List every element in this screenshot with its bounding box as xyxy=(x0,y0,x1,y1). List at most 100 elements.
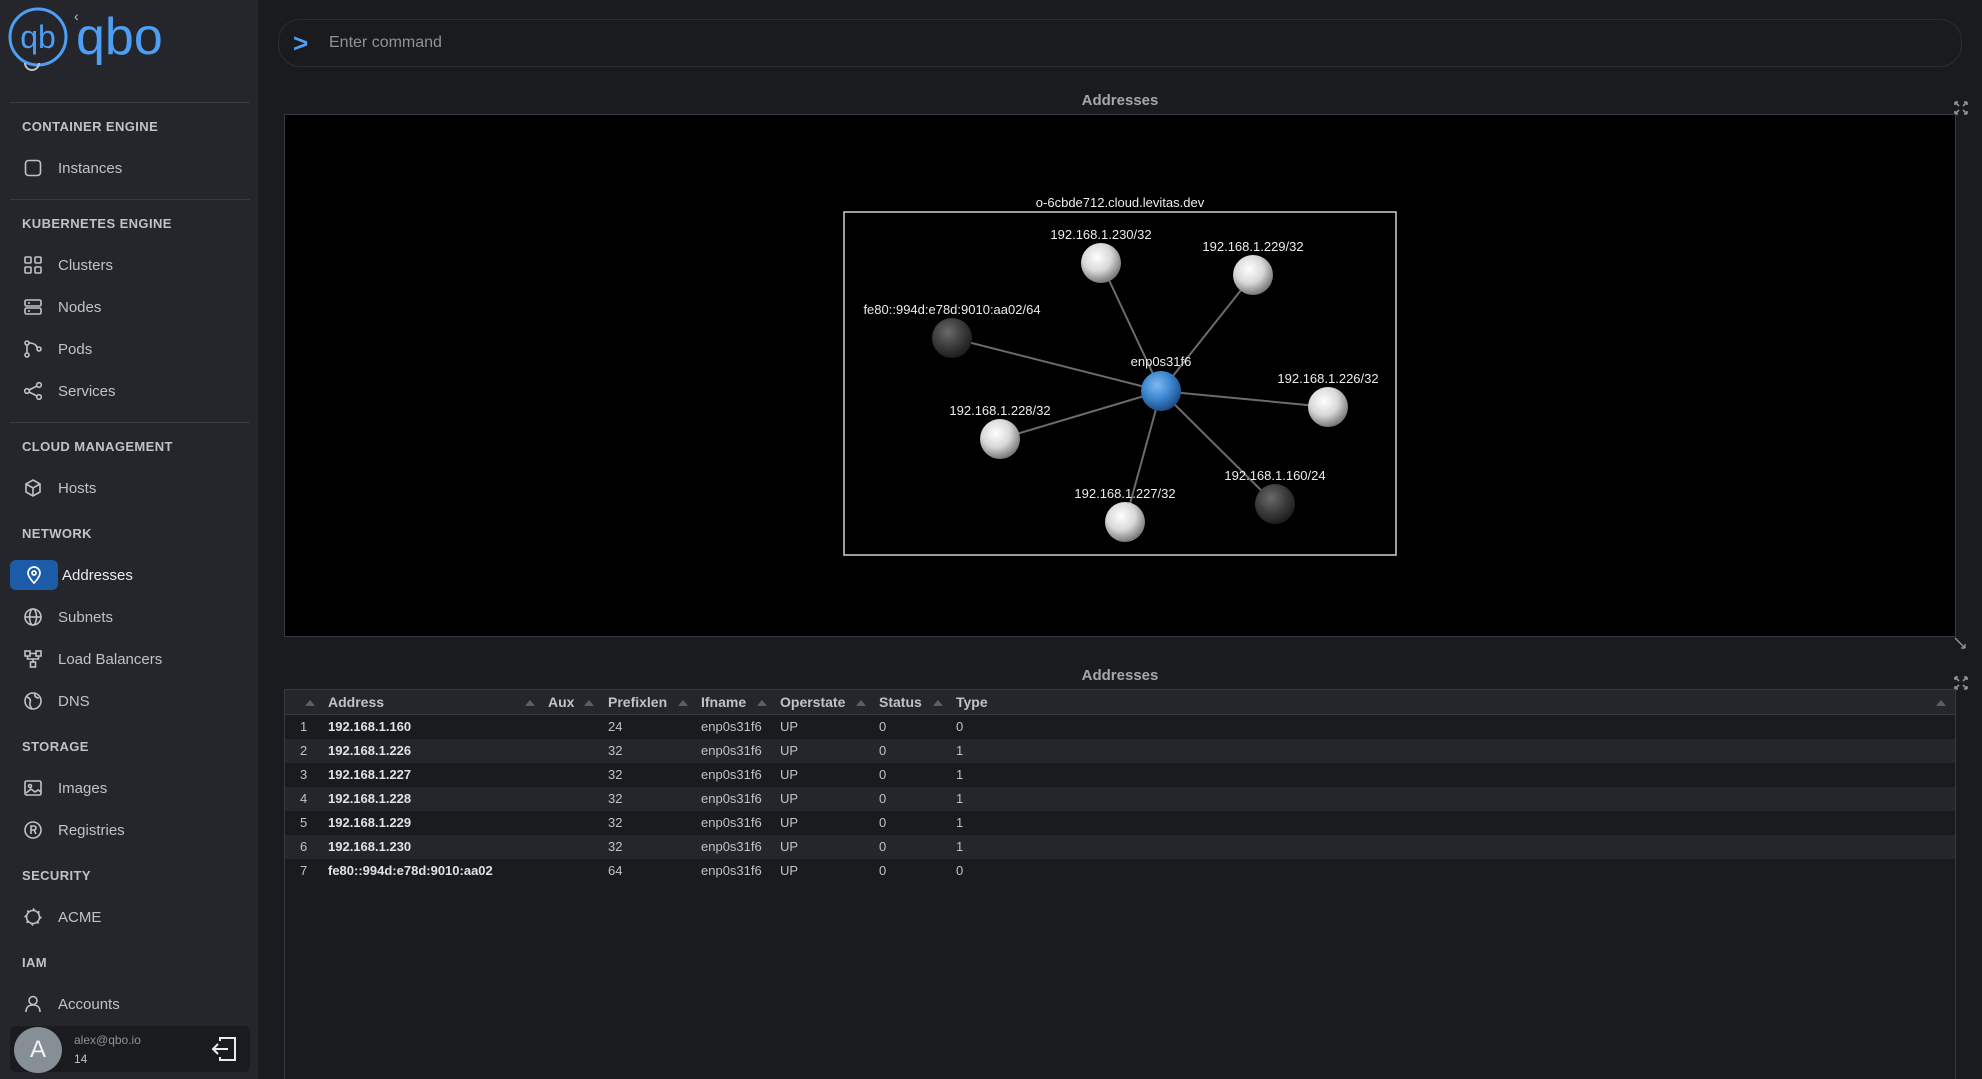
sidebar-item-accounts[interactable]: Accounts xyxy=(10,986,250,1022)
sidebar-item-label: Registries xyxy=(58,821,125,839)
cell-type: 1 xyxy=(956,839,964,854)
table-row[interactable]: 5 192.168.1.229 32 enp0s31f6 UP 0 1 xyxy=(285,811,1955,835)
section-security: SECURITY xyxy=(22,868,91,883)
sidebar-item-hosts[interactable]: Hosts xyxy=(10,470,250,506)
expand-icon[interactable] xyxy=(1954,101,1968,115)
address-node-label: 192.168.1.226/32 xyxy=(1277,371,1378,386)
prompt-chevron-icon: > xyxy=(293,28,309,58)
square-icon xyxy=(14,153,52,183)
address-node-label: 192.168.1.228/32 xyxy=(949,403,1050,418)
grid-icon xyxy=(14,250,52,280)
address-node-label: 192.168.1.160/24 xyxy=(1224,468,1325,483)
cell-status: 0 xyxy=(879,791,887,806)
sidebar: qb qbo ‹ CONTAINER ENGINE Instances KUBE… xyxy=(0,0,258,1079)
cell-prefixlen: 64 xyxy=(608,863,623,878)
qbo-logo[interactable]: qb qbo xyxy=(8,6,178,72)
sidebar-item-label: Instances xyxy=(58,159,123,177)
row-number: 7 xyxy=(300,863,308,878)
sidebar-item-pods[interactable]: Pods xyxy=(10,331,250,367)
sidebar-item-dns[interactable]: DNS xyxy=(10,683,250,719)
interface-node[interactable] xyxy=(1141,371,1181,411)
column-header-aux[interactable]: Aux xyxy=(548,694,575,710)
sidebar-item-images[interactable]: Images xyxy=(10,770,250,806)
cell-prefixlen: 32 xyxy=(608,839,623,854)
divider xyxy=(10,422,250,423)
cell-operstate: UP xyxy=(780,767,799,782)
cell-prefixlen: 32 xyxy=(608,815,623,830)
address-node[interactable] xyxy=(1081,243,1121,283)
address-node-label: 192.168.1.229/32 xyxy=(1202,239,1303,254)
svg-text:qbo: qbo xyxy=(76,8,163,66)
graph-panel-title: Addresses xyxy=(1081,92,1159,109)
user-panel: A alex@qbo.io 14 xyxy=(10,1026,250,1073)
table-row[interactable]: 4 192.168.1.228 32 enp0s31f6 UP 0 1 xyxy=(285,787,1955,811)
avatar[interactable]: A xyxy=(14,1027,62,1073)
sidebar-item-nodes[interactable]: Nodes xyxy=(10,289,250,325)
sidebar-item-services[interactable]: Services xyxy=(10,373,250,409)
row-number: 4 xyxy=(300,791,308,806)
address-node[interactable] xyxy=(1105,502,1145,542)
address-node[interactable] xyxy=(932,318,972,358)
cell-address: 192.168.1.227 xyxy=(328,767,412,782)
address-graph[interactable]: o-6cbde712.cloud.levitas.dev 192.168.1.2… xyxy=(284,114,1956,637)
cell-ifname: enp0s31f6 xyxy=(701,791,762,806)
expand-icon[interactable] xyxy=(1954,676,1968,690)
table-row[interactable]: 7 fe80::994d:e78d:9010:aa02 64 enp0s31f6… xyxy=(285,859,1955,883)
pods-icon xyxy=(14,334,52,364)
column-header-status[interactable]: Status xyxy=(879,694,922,710)
column-header-address[interactable]: Address xyxy=(328,694,385,710)
interface-node-label: enp0s31f6 xyxy=(1131,354,1192,369)
cell-type: 1 xyxy=(956,791,964,806)
cell-ifname: enp0s31f6 xyxy=(701,839,762,854)
column-header-prefixlen[interactable]: Prefixlen xyxy=(608,694,668,710)
chevron-left-icon[interactable]: ‹ xyxy=(74,8,79,24)
sidebar-item-load-balancers[interactable]: Load Balancers xyxy=(10,641,250,677)
sort-icon[interactable] xyxy=(856,699,866,706)
sort-icon[interactable] xyxy=(757,699,767,706)
table-row[interactable]: 6 192.168.1.230 32 enp0s31f6 UP 0 1 xyxy=(285,835,1955,859)
address-node[interactable] xyxy=(1255,484,1295,524)
sidebar-item-label: Images xyxy=(58,779,108,797)
sidebar-item-instances[interactable]: Instances xyxy=(10,150,250,186)
column-header-ifname[interactable]: Ifname xyxy=(701,694,747,710)
network-icon xyxy=(14,644,52,674)
table-row[interactable]: 1 192.168.1.160 24 enp0s31f6 UP 0 0 xyxy=(285,715,1955,739)
table-panel-title: Addresses xyxy=(1081,667,1159,684)
cell-type: 1 xyxy=(956,743,964,758)
command-input[interactable] xyxy=(329,30,1929,56)
cell-operstate: UP xyxy=(780,863,799,878)
address-node[interactable] xyxy=(1308,387,1348,427)
server-icon xyxy=(14,292,52,322)
logout-icon[interactable] xyxy=(210,1036,238,1062)
cell-type: 0 xyxy=(956,719,964,734)
sort-icon[interactable] xyxy=(1936,699,1946,706)
host-group-label: o-6cbde712.cloud.levitas.dev xyxy=(1036,195,1205,210)
sort-icon[interactable] xyxy=(525,699,535,706)
sort-icon[interactable] xyxy=(584,699,594,706)
divider xyxy=(10,102,250,103)
section-network: NETWORK xyxy=(22,526,92,541)
cell-type: 1 xyxy=(956,767,964,782)
column-header-type[interactable]: Type xyxy=(956,694,988,710)
sidebar-item-subnets[interactable]: Subnets xyxy=(10,599,250,635)
graph-edge xyxy=(1124,390,1162,523)
resize-handle-icon[interactable] xyxy=(1954,636,1966,649)
row-number: 3 xyxy=(300,767,308,782)
sidebar-item-label: ACME xyxy=(58,908,102,926)
sort-icon[interactable] xyxy=(305,699,315,706)
sidebar-item-clusters[interactable]: Clusters xyxy=(10,247,250,283)
table-row[interactable]: 2 192.168.1.226 32 enp0s31f6 UP 0 1 xyxy=(285,739,1955,763)
address-node[interactable] xyxy=(1233,255,1273,295)
cell-address: fe80::994d:e78d:9010:aa02 xyxy=(328,863,493,878)
sidebar-item-addresses[interactable]: Addresses xyxy=(10,557,250,593)
column-header-operstate[interactable]: Operstate xyxy=(780,694,846,710)
table-row[interactable]: 3 192.168.1.227 32 enp0s31f6 UP 0 1 xyxy=(285,763,1955,787)
sidebar-item-registries[interactable]: Registries xyxy=(10,812,250,848)
cell-type: 1 xyxy=(956,815,964,830)
sort-icon[interactable] xyxy=(933,699,943,706)
sort-icon[interactable] xyxy=(678,699,688,706)
sidebar-item-acme[interactable]: ACME xyxy=(10,899,250,935)
address-node[interactable] xyxy=(980,419,1020,459)
cell-ifname: enp0s31f6 xyxy=(701,719,762,734)
cell-address: 192.168.1.228 xyxy=(328,791,412,806)
